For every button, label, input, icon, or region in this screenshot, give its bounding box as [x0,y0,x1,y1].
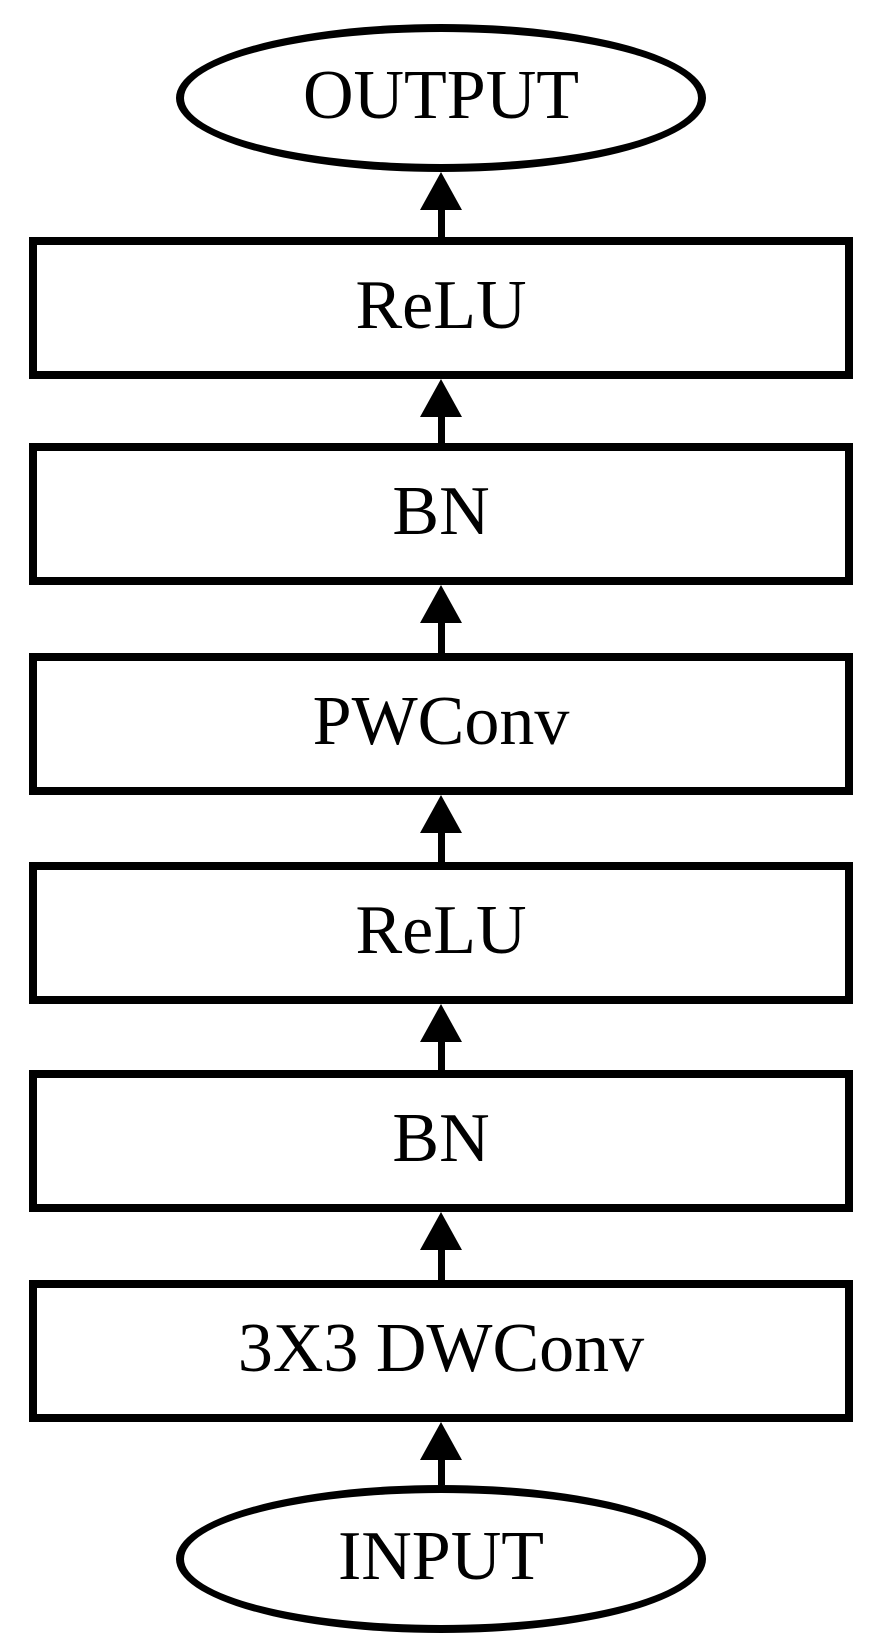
up-arrow-icon [420,172,462,237]
node-label: BN [392,473,490,550]
up-arrow-icon [420,1422,462,1485]
arrow-shaft [437,207,445,237]
arrowhead [420,1212,462,1250]
node-label: OUTPUT [302,57,580,134]
node-relu-2: ReLU [29,237,853,379]
arrow-shaft [437,1247,445,1280]
node-label: ReLU [355,892,527,969]
node-output: OUTPUT [176,24,706,172]
node-bn-1: BN [29,1070,853,1212]
arrowhead [420,795,462,833]
arrow-shaft [437,1039,445,1070]
node-input: INPUT [176,1485,706,1633]
node-label: INPUT [337,1518,545,1595]
node-pwconv: PWConv [29,653,853,795]
up-arrow-icon [420,795,462,862]
arrow-shaft [437,830,445,862]
node-label: 3X3 DWConv [237,1310,645,1387]
node-label: BN [392,1100,490,1177]
up-arrow-icon [420,585,462,653]
arrowhead [420,1004,462,1042]
arrowhead [420,172,462,210]
arrow-shaft [437,1457,445,1485]
arrow-shaft [437,414,445,443]
node-label: ReLU [355,267,527,344]
up-arrow-icon [420,379,462,443]
node-bn-2: BN [29,443,853,585]
node-relu-1: ReLU [29,862,853,1004]
arrowhead [420,1422,462,1460]
node-dwconv: 3X3 DWConv [29,1280,853,1422]
up-arrow-icon [420,1004,462,1070]
arrowhead [420,379,462,417]
arrowhead [420,585,462,623]
up-arrow-icon [420,1212,462,1280]
node-label: PWConv [312,683,570,760]
arrow-shaft [437,620,445,653]
